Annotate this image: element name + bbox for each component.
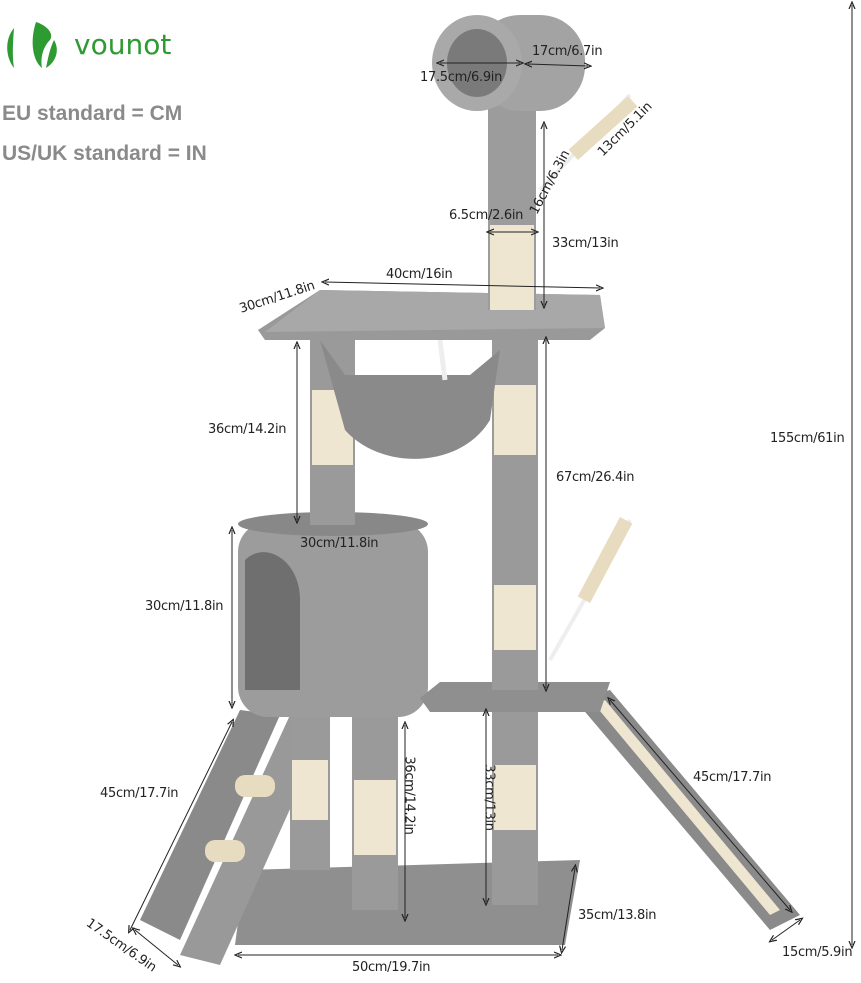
hammock xyxy=(320,340,500,459)
mid-post-height-label: 67cm/26.4in xyxy=(556,470,635,485)
ramp-length-label: 45cm/17.7in xyxy=(693,770,772,785)
total-height-label: 155cm/61in xyxy=(770,431,845,446)
base-depth-label: 35cm/13.8in xyxy=(578,908,657,923)
lower-post-height-label: 36cm/14.2in xyxy=(401,756,417,835)
tunnel-diameter-label: 17.5cm/6.9in xyxy=(420,70,503,85)
platform-width-label: 40cm/16in xyxy=(386,267,453,282)
eu-standard-note: EU standard = CM xyxy=(2,102,183,125)
condo xyxy=(238,512,428,717)
tunnel-length-label: 17cm/6.7in xyxy=(532,44,603,59)
top-post-height-label: 33cm/13in xyxy=(552,236,619,251)
ladder-length-label: 45cm/17.7in xyxy=(100,786,179,801)
brand-logo-icon xyxy=(7,22,57,68)
ramp-width-label: 15cm/5.9in xyxy=(782,945,853,960)
brand-name: vounot xyxy=(74,28,172,61)
condo-height-label: 30cm/11.8in xyxy=(145,599,224,614)
top-platform xyxy=(258,290,605,340)
hammock-height-label: 36cm/14.2in xyxy=(208,422,287,437)
condo-diameter-label: 30cm/11.8in xyxy=(300,536,379,551)
post-diameter-label: 6.5cm/2.6in xyxy=(449,208,524,223)
step-post-height-label: 33cm/13in xyxy=(481,764,497,831)
base-width-label: 50cm/19.7in xyxy=(352,960,431,975)
us-standard-note: US/UK standard = IN xyxy=(2,142,207,165)
